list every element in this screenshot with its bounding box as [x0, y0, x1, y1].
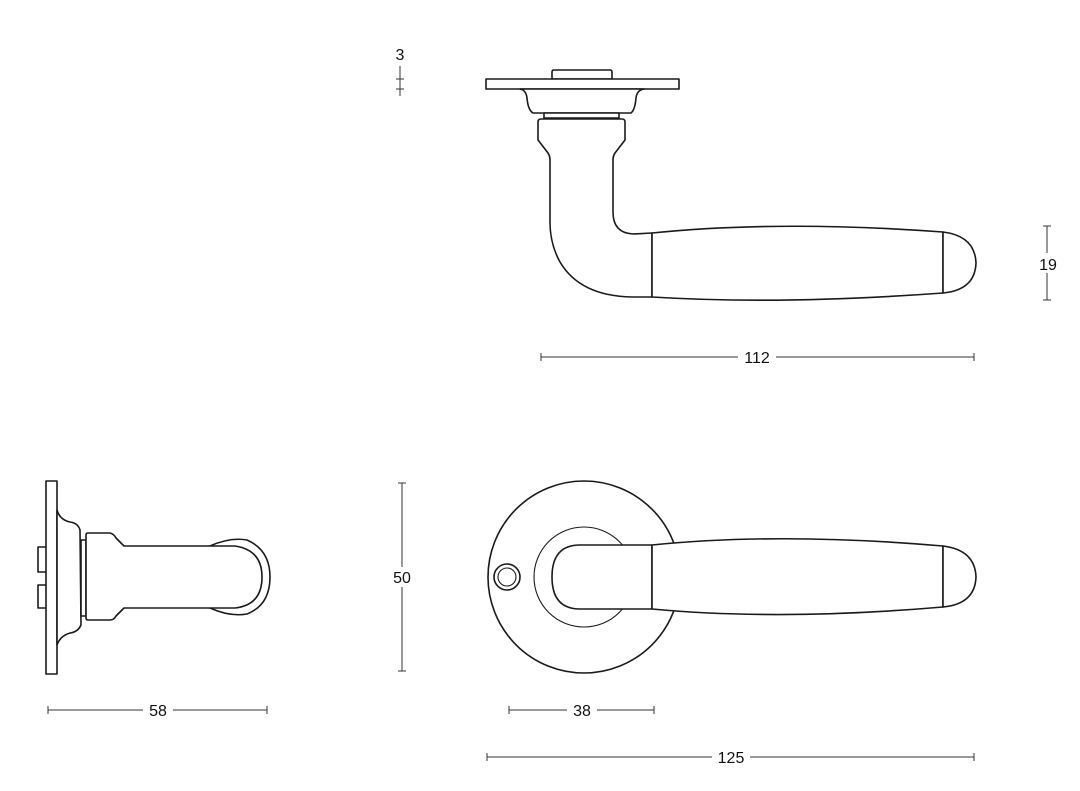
dimension-rose-diameter: 50	[389, 482, 415, 672]
dimension-label-rose-to-grip: 38	[573, 703, 591, 720]
lever-shank-profile	[85, 532, 263, 621]
dimension-grip-height: 19	[1035, 225, 1061, 301]
dimension-rose-to-grip: 38	[508, 700, 655, 720]
lever-grip-front	[651, 537, 944, 616]
dimension-label-rose-thickness: 3	[396, 47, 405, 64]
rose-collar	[519, 88, 645, 114]
dimension-rose-thickness: 3	[396, 47, 405, 96]
top-view	[485, 69, 977, 301]
lever-end-cap-front	[942, 545, 977, 608]
lever-neck	[537, 118, 653, 298]
dimension-overall-length: 125	[486, 747, 975, 767]
side-view	[37, 480, 271, 675]
lever-grip	[651, 225, 944, 301]
rose-plate-edge	[45, 480, 58, 675]
rose-collar-profile	[56, 509, 82, 646]
lever-neck-front	[551, 544, 653, 610]
front-view	[487, 480, 977, 674]
dimension-label-grip-height: 19	[1039, 257, 1057, 274]
set-screw-inner	[497, 567, 517, 587]
dimension-label-projection: 58	[149, 703, 167, 720]
lever-end-cap	[942, 231, 977, 294]
rose-plate	[485, 78, 680, 90]
dimension-projection: 58	[47, 700, 268, 720]
collar-ring	[543, 112, 620, 119]
rose-spindle-cap	[551, 69, 613, 80]
dimension-lever-length: 112	[540, 347, 975, 367]
dimension-label-overall-length: 125	[718, 750, 745, 767]
dimension-label-rose-diameter: 50	[393, 570, 411, 587]
dimension-label-lever-length: 112	[744, 350, 770, 367]
